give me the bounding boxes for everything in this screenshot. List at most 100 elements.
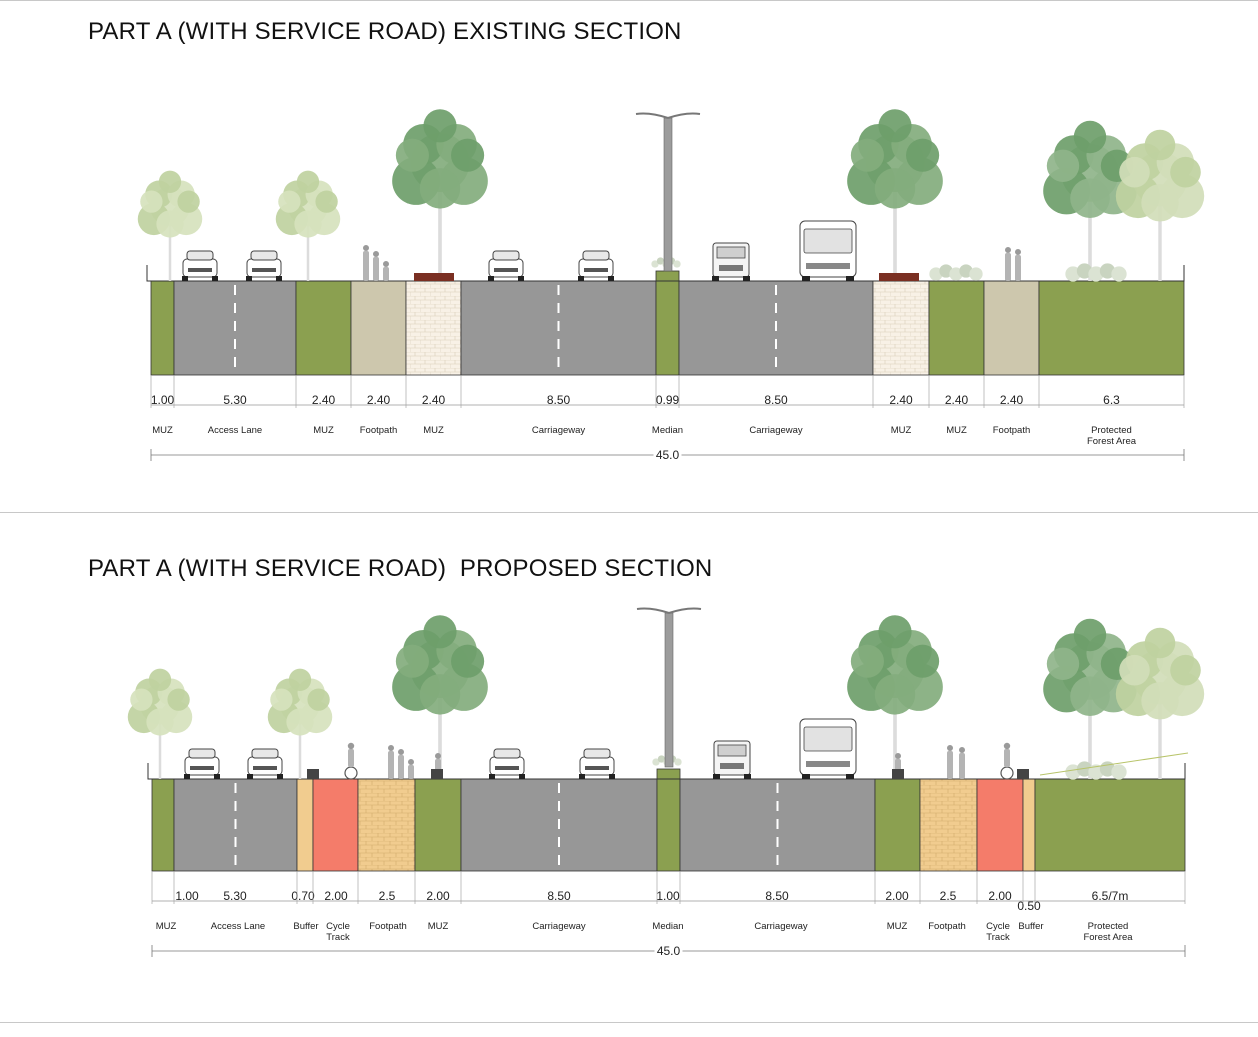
section-divider [0,512,1258,513]
existing-dim-7: 0.99 [656,393,680,407]
proposed-profile-line [147,763,1186,780]
proposed-segment-label-5: Footpath [369,921,407,932]
proposed-dim-8: 1.00 [656,889,680,903]
existing-dim-5: 2.40 [422,393,446,407]
bus-1 [799,220,857,281]
proposed-band-4 [312,778,359,872]
proposed-segment-label-11: Footpath [928,921,966,932]
proposed-segment-label-3: Buffer [293,921,318,932]
existing-profile-line [146,265,1185,282]
proposed-dim-14: 6.5/7m [1092,889,1129,903]
existing-dim-2: 5.30 [223,393,247,407]
proposed-dim-7: 8.50 [547,889,571,903]
proposed-dim-12: 2.00 [988,889,1012,903]
proposed-band-1 [151,778,175,872]
tree-forest-2 [1115,627,1205,779]
existing-band-10 [928,280,985,376]
proposed-segment-label-7: Carriageway [532,921,586,932]
tree-light-1 [137,170,203,281]
proposed-section-title: PART A (WITH SERVICE ROAD) PROPOSED SECT… [88,555,713,582]
tree-dark-1 [392,109,488,273]
existing-band-3 [295,280,352,376]
proposed-segment-label-8: Median [652,921,683,932]
existing-band-7 [655,270,680,376]
cyclist-2 [1000,742,1014,780]
proposed-band-10 [874,778,921,872]
proposed-section: PART A (WITH SERVICE ROAD) PROPOSED SECT… [0,537,1258,1037]
forest-slope-line [1039,752,1189,776]
existing-band-11 [983,280,1040,376]
tree-forest-2 [1115,129,1205,281]
pedestrian-4 [1005,247,1011,281]
car-1 [182,250,218,281]
tree-forest-1 [1043,120,1137,281]
pedestrian-4 [947,745,953,779]
bollard-1 [307,769,319,779]
truck-1 [712,242,750,281]
existing-dim-3: 2.40 [312,393,336,407]
existing-dim-1: 1.00 [151,393,175,407]
proposed-cross-section-bands [151,768,1186,872]
existing-section: PART A (WITH SERVICE ROAD) EXISTING SECT… [0,0,1258,500]
proposed-segment-label-13: Buffer [1018,921,1043,932]
bench-2 [892,769,904,779]
existing-segment-label-7: Median [652,425,683,436]
existing-section-title: PART A (WITH SERVICE ROAD) EXISTING SECT… [88,18,682,45]
proposed-dim-4: 2.00 [324,889,348,903]
tree-light-1 [127,668,193,779]
shrub-1 [929,264,983,281]
pedestrian-2 [398,749,404,779]
existing-segment-label-8: Carriageway [749,425,803,436]
existing-segment-label-6: Carriageway [532,425,586,436]
existing-segment-label-2: Access Lane [208,425,262,436]
proposed-dim-2: 5.30 [223,889,247,903]
street-light [635,112,701,272]
tree-dark-2 [847,109,943,273]
street-light [636,607,702,768]
car-4 [578,250,614,281]
proposed-dim-5: 2.5 [379,889,396,903]
existing-band-4 [350,280,407,376]
pedestrian-5 [959,747,965,779]
existing-dim-6: 8.50 [547,393,571,407]
bus-1 [799,718,857,779]
proposed-dim-11: 2.5 [940,889,957,903]
existing-scenery [137,109,1205,282]
car-1 [184,748,220,779]
existing-segment-label-3: MUZ [313,425,334,436]
proposed-band-5 [357,778,416,872]
tree-forest-1 [1043,618,1137,779]
existing-dim-8: 8.50 [764,393,788,407]
proposed-dim-6: 2.00 [426,889,450,903]
tree-light-2 [275,170,341,281]
cyclist-1 [344,742,358,780]
proposed-segment-label-1: MUZ [156,921,177,932]
bench-1 [431,769,443,779]
existing-band-5 [405,280,462,376]
proposed-band-3 [296,778,314,872]
pedestrian-3 [408,759,414,779]
proposed-scenery [127,607,1205,780]
tree-light-2 [267,668,333,779]
existing-band-9 [872,280,930,376]
shrub-1 [1065,761,1127,780]
proposed-band-14 [1034,778,1186,872]
top-rule [0,0,1258,1]
proposed-segment-label-10: MUZ [887,921,908,932]
shrub-2 [1065,263,1127,282]
existing-total-width: 45.0 [656,448,680,462]
existing-dim-12: 6.3 [1103,393,1120,407]
planter-1 [414,273,454,281]
car-3 [488,250,524,281]
existing-dim-10: 2.40 [945,393,969,407]
proposed-band-6 [414,778,462,872]
existing-dim-11: 2.40 [1000,393,1024,407]
truck-1 [713,740,751,779]
planter-2 [879,273,919,281]
pedestrian-1 [363,245,369,281]
